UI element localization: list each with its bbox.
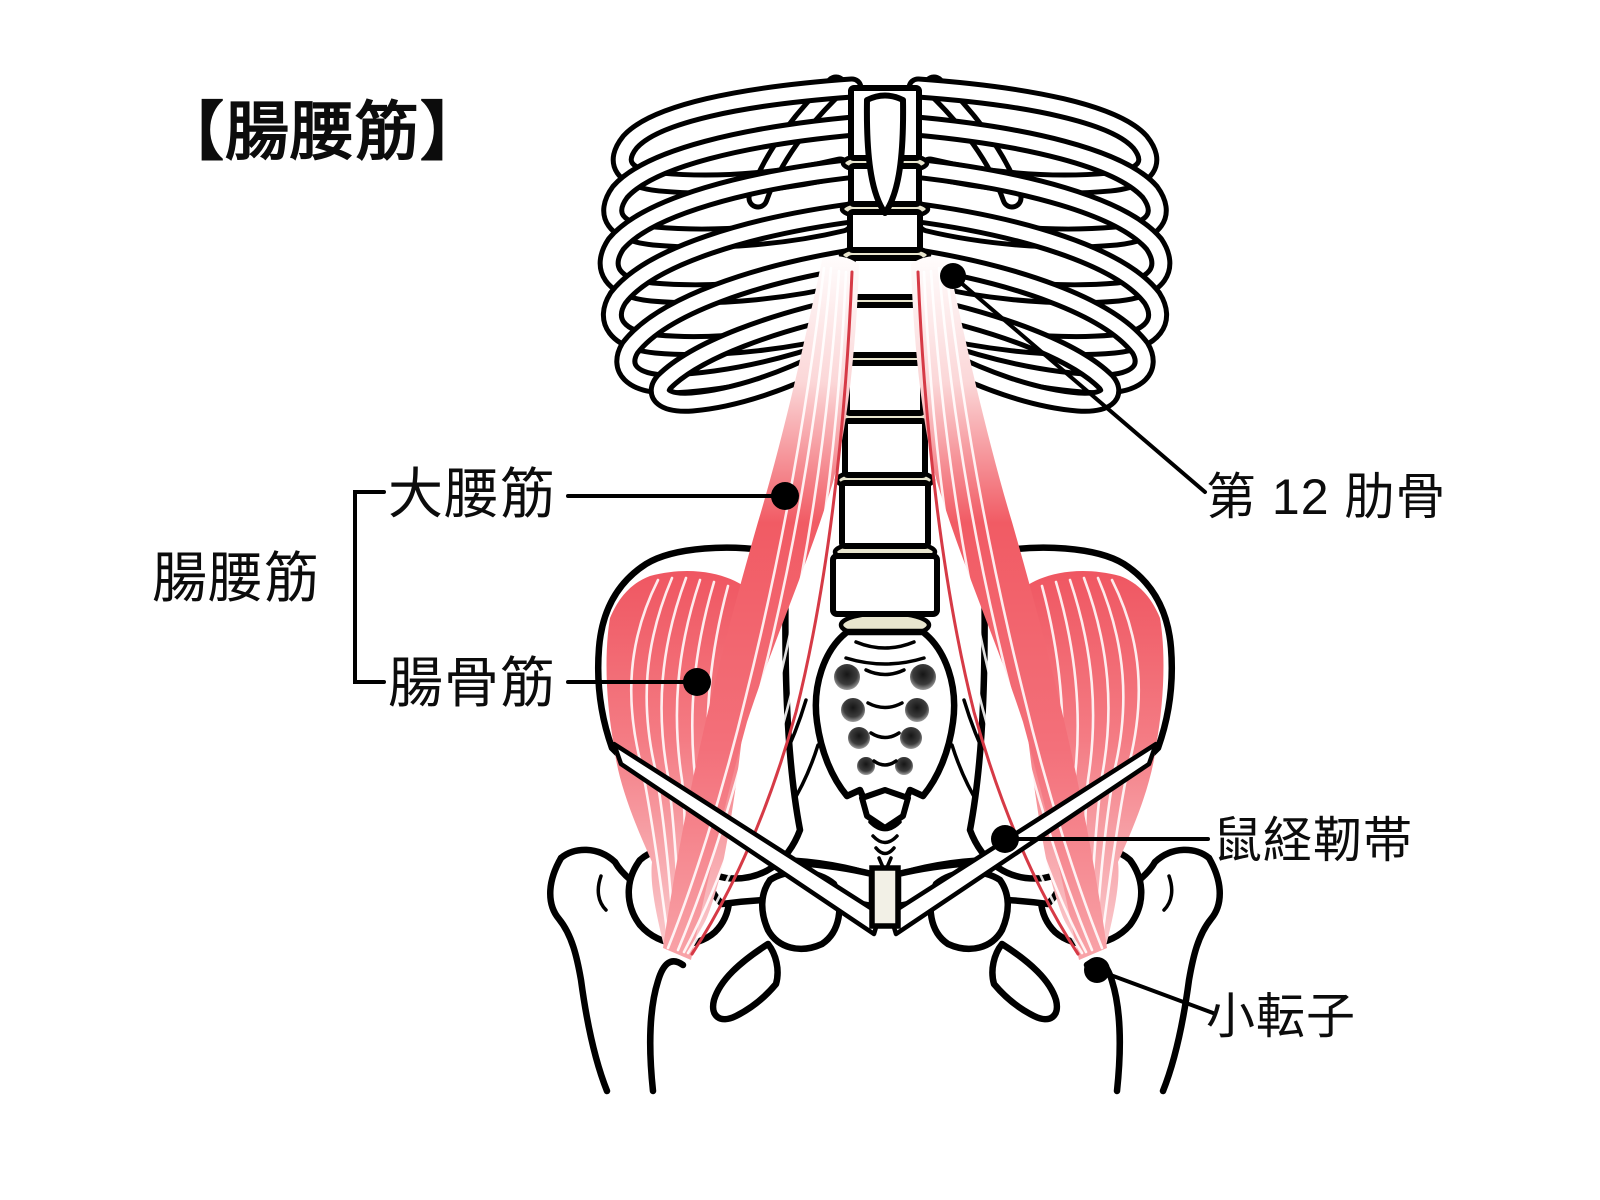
pubic-symphysis [869, 865, 901, 929]
spinous-process [863, 92, 907, 216]
label-12th-rib: 第 12 肋骨 [1206, 469, 1447, 525]
label-lesser-trochanter: 小転子 [1206, 990, 1357, 1044]
bracket [353, 490, 386, 684]
inguinal-marker-dot [991, 825, 1019, 853]
trochanter-marker-dot [1084, 957, 1110, 983]
label-iliacus: 腸骨筋 [388, 652, 557, 714]
callouts [353, 263, 1215, 1015]
psoas-marker-dot [771, 482, 799, 510]
page-title: 【腸腰筋】 [160, 96, 485, 168]
coccyx [859, 787, 911, 877]
iliacus-marker-dot [683, 668, 711, 696]
rib12-leader-line [951, 274, 1207, 494]
sacrum [812, 628, 958, 877]
label-iliopsoas-group: 腸腰筋 [152, 547, 321, 609]
label-psoas-major: 大腰筋 [388, 463, 557, 525]
label-inguinal-ligament: 鼠経靭帯 [1213, 814, 1414, 868]
rib12-marker-dot [940, 263, 966, 289]
trochanter-leader-line [1095, 968, 1215, 1015]
